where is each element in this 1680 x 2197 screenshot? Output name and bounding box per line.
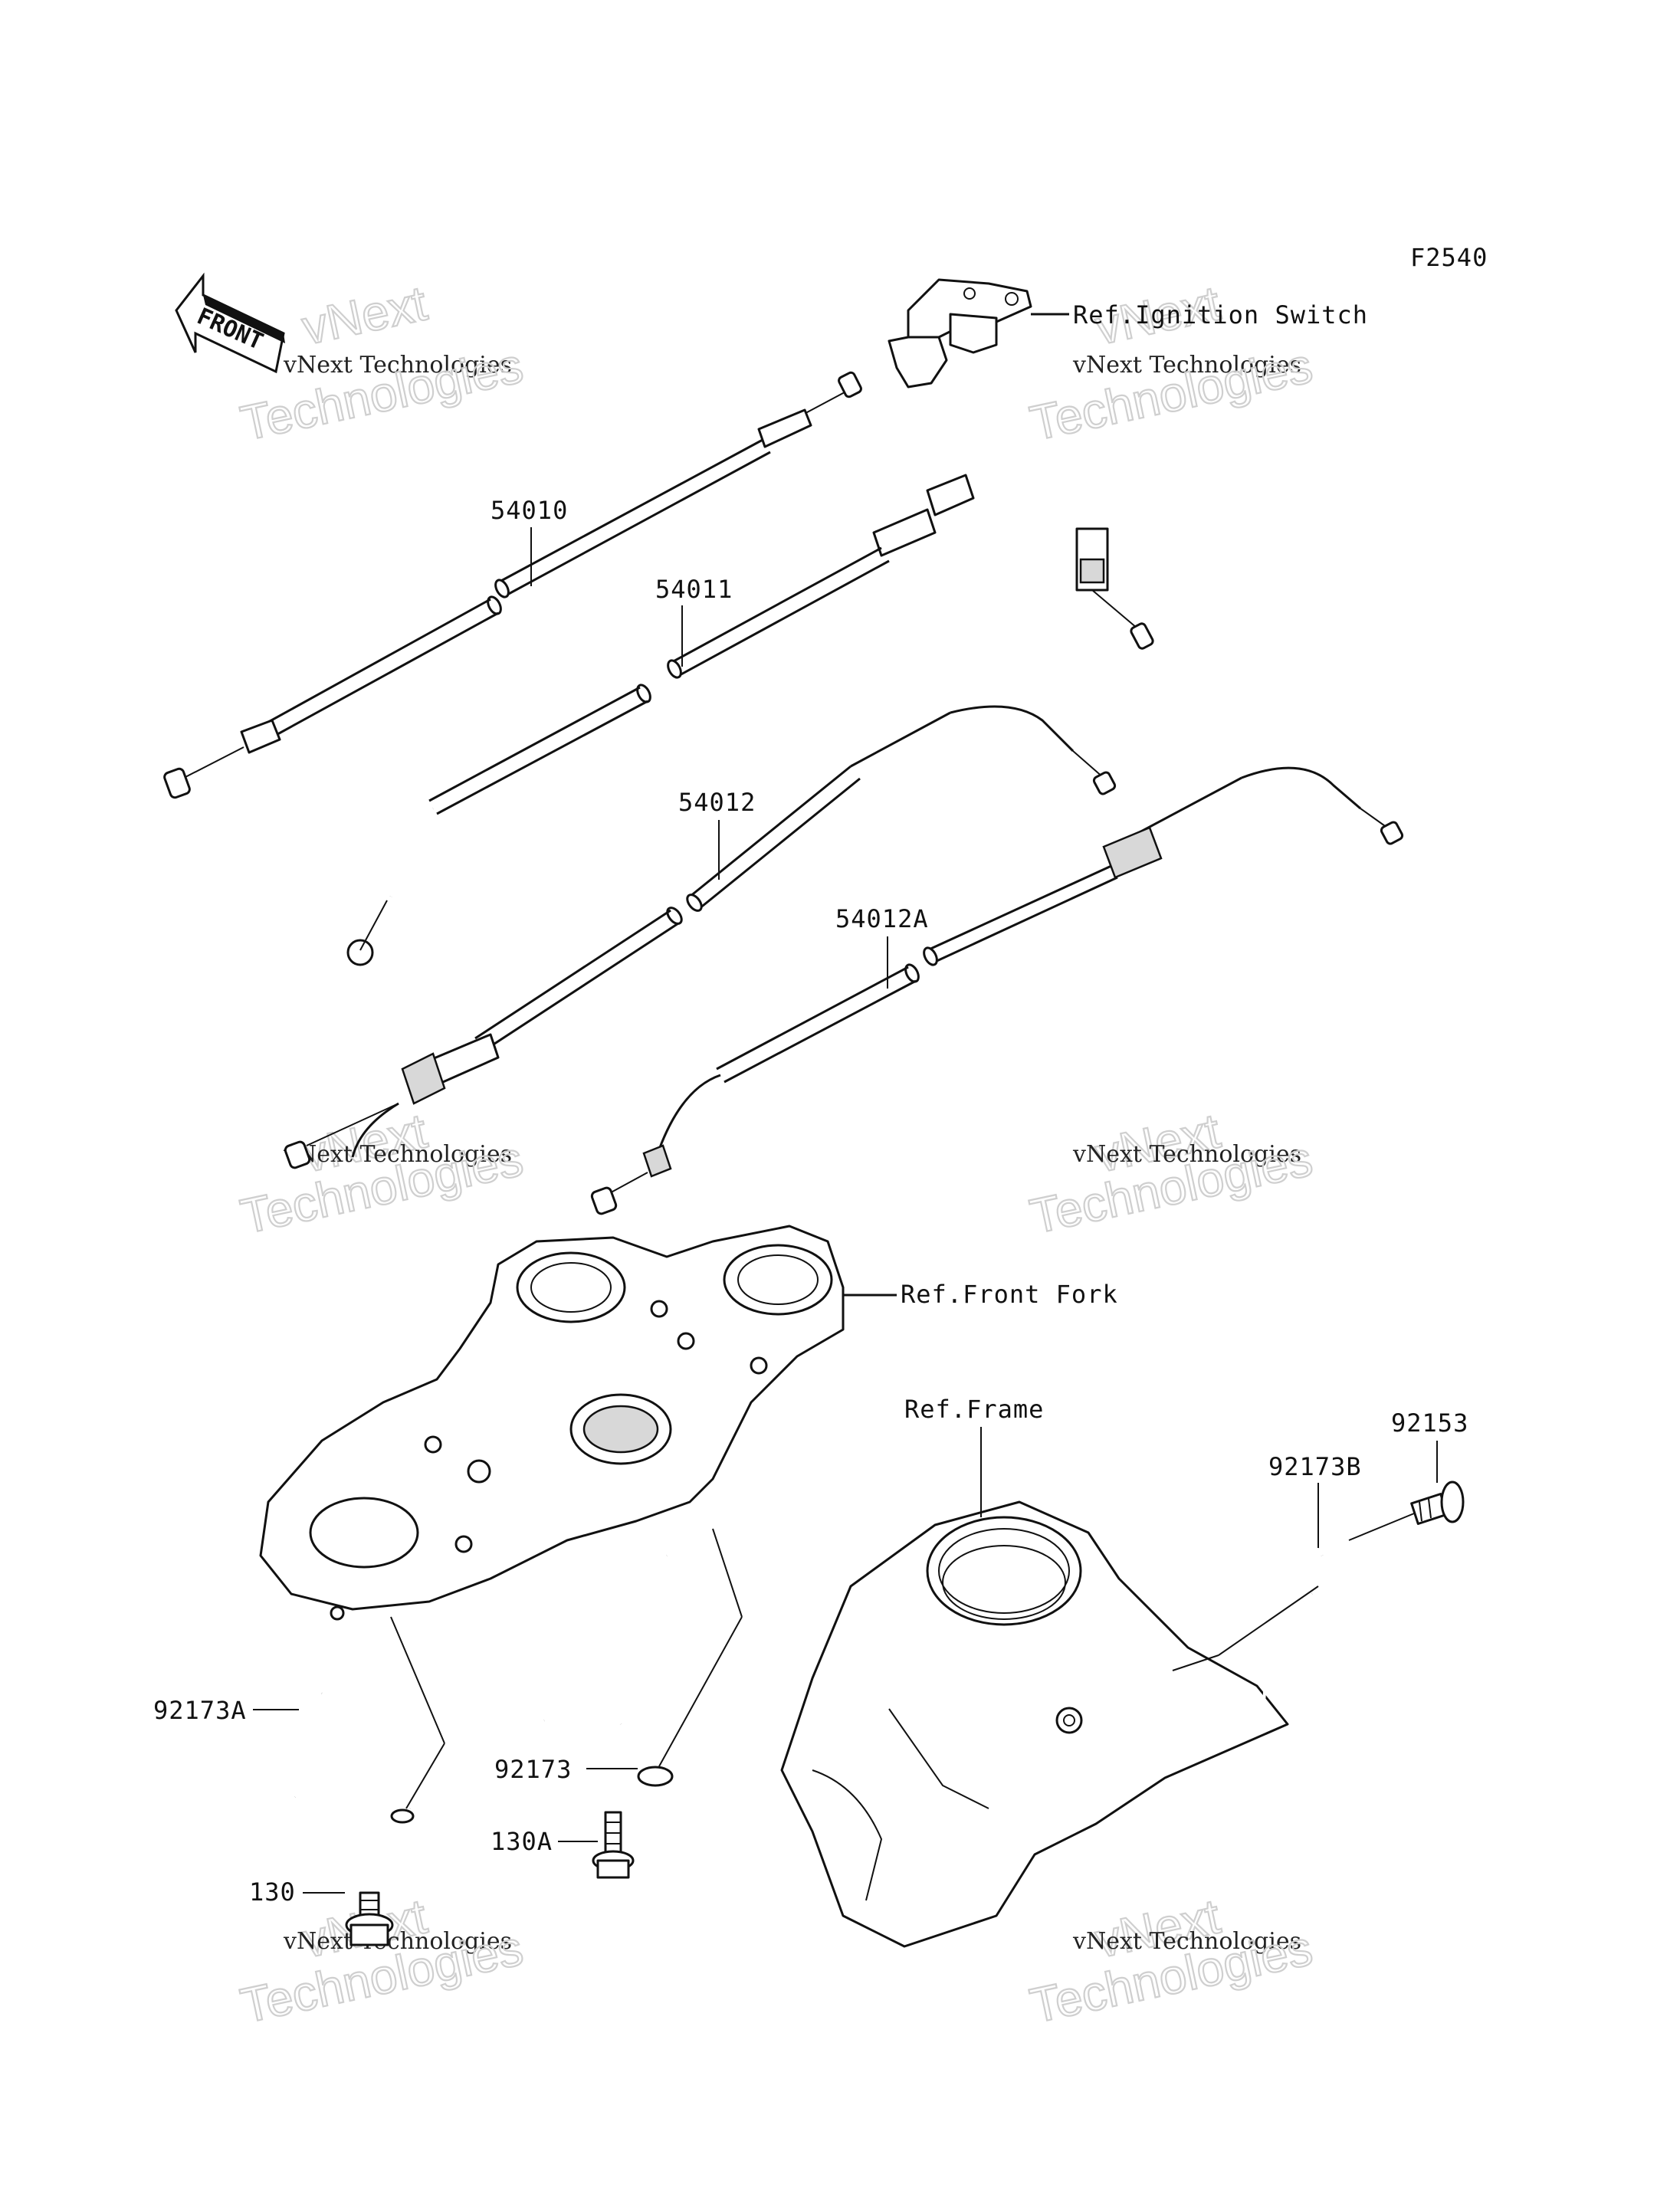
cable-54012a <box>590 766 1404 1215</box>
cable-54010 <box>163 371 862 799</box>
cable-guide-92173 <box>543 1528 743 1787</box>
part-54012a-label: 54012A <box>835 904 929 933</box>
watermark-line1: vNext <box>297 275 431 355</box>
cable-guide-92173b <box>1172 1547 1332 1733</box>
part-130-label: 130 <box>249 1877 296 1907</box>
watermark-line2: vNext Technologies <box>283 1141 512 1168</box>
watermark-bottom-left: vNext vNext Technologies Technologies <box>235 1887 529 2035</box>
part-92153-label: 92153 <box>1391 1408 1468 1438</box>
watermark-bottom-right: vNext vNext Technologies Technologies <box>1025 1887 1318 2035</box>
watermark-line2: vNext Technologies <box>1072 352 1301 379</box>
watermark-mid-left: vNext vNext Technologies Technologies <box>235 1102 529 1245</box>
watermark-line2: vNext Technologies <box>283 352 512 379</box>
part-54010-label: 54010 <box>491 496 568 525</box>
ref-frame-label: Ref.Frame <box>904 1395 1044 1424</box>
bolt-130 <box>345 1891 394 1946</box>
screw-92153 <box>1348 1481 1465 1541</box>
watermark-top-left: vNext vNext Technologies Technologies <box>235 274 529 452</box>
watermark-line2: vNext Technologies <box>283 1928 512 1955</box>
part-92173b-label: 92173B <box>1268 1452 1362 1481</box>
watermark-line2: vNext Technologies <box>1072 1141 1301 1168</box>
part-54012-label: 54012 <box>678 788 756 817</box>
watermark-mid-right: vNext vNext Technologies Technologies <box>1025 1102 1318 1245</box>
cable-54012 <box>284 705 1117 1169</box>
ref-ignition-switch-label: Ref.Ignition Switch <box>1073 300 1368 330</box>
upper-triple-clamp <box>259 1225 897 1621</box>
part-92173-label: 92173 <box>494 1755 572 1784</box>
bolt-130a <box>592 1811 635 1879</box>
figure-code: F2540 <box>1410 243 1488 272</box>
ref-front-fork-label: Ref.Front Fork <box>901 1280 1118 1309</box>
cable-guide-92173a <box>251 1616 445 1824</box>
ignition-switch-bracket <box>888 278 1069 389</box>
part-54011-label: 54011 <box>655 575 733 604</box>
front-arrow-icon: FRONT <box>175 272 285 374</box>
frame-head <box>780 1500 1289 1948</box>
watermark-line2: vNext Technologies <box>1072 1928 1301 1955</box>
part-92173a-label: 92173A <box>153 1696 247 1725</box>
cable-54011 <box>346 449 1154 966</box>
part-130a-label: 130A <box>491 1827 553 1856</box>
